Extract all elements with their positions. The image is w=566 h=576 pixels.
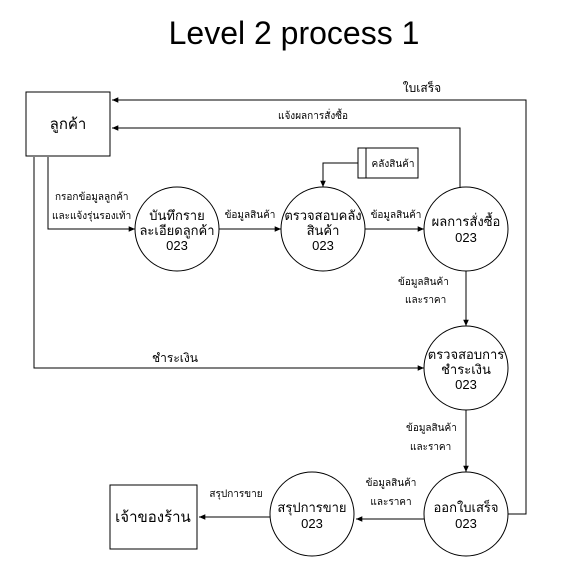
diagram-title: Level 2 process 1 bbox=[169, 15, 420, 51]
process-label-line1: ออกใบเสร็จ bbox=[433, 498, 498, 515]
entity-customer-label: ลูกค้า bbox=[50, 116, 87, 133]
process-record-customer: บันทึกราย ละเอียดลูกค้า 023 bbox=[134, 186, 220, 272]
datastore-inventory: คลังสินค้า bbox=[357, 147, 419, 179]
flow-product-info-a-label: ข้อมูลสินค้า bbox=[225, 209, 276, 221]
flow-product-price-1-label-b: และราคา bbox=[405, 295, 446, 306]
flow-customer-info-label-2: และแจ้งรุ่นรองเท้า bbox=[52, 210, 131, 222]
process-sales-summary: สรุปการขาย 023 bbox=[269, 471, 355, 557]
flow-receipt-line bbox=[112, 97, 527, 515]
flow-receipt-label: ใบเสร็จ bbox=[403, 80, 441, 95]
flow-sales-summary-label: สรุปการขาย bbox=[209, 489, 262, 500]
flow-order-result-label: แจ้งผลการสั่งซื้อ bbox=[278, 108, 348, 122]
flow-product-price-2-label-b: และราคา bbox=[410, 442, 451, 453]
process-label-line1: สรุปการขาย bbox=[277, 500, 346, 516]
process-number: 023 bbox=[455, 516, 477, 531]
process-label-line1: ผลการสั่งซื้อ bbox=[432, 212, 501, 229]
entity-owner: เจ้าของร้าน bbox=[109, 484, 198, 550]
process-check-payment: ตรวจสอบการ ชำระเงิน 023 bbox=[423, 325, 509, 411]
flow-product-price-1-label-a: ข้อมูลสินค้า bbox=[398, 276, 449, 288]
process-label-line1: บันทึกราย bbox=[149, 208, 204, 223]
flow-customer-info-line bbox=[47, 157, 135, 232]
process-issue-receipt: ออกใบเสร็จ 023 bbox=[423, 471, 509, 557]
process-number: 023 bbox=[166, 238, 188, 253]
flow-payment-line bbox=[33, 157, 424, 371]
flow-order-result-line bbox=[112, 125, 461, 188]
datastore-inventory-label: คลังสินค้า bbox=[372, 158, 415, 170]
flow-payment-label: ชำระเงิน bbox=[152, 351, 198, 365]
process-label-line2: ละเอียดลูกค้า bbox=[139, 223, 214, 239]
entity-owner-label: เจ้าของร้าน bbox=[115, 509, 191, 526]
flow-datastore-line bbox=[320, 162, 358, 187]
process-check-inventory: ตรวจสอบคลัง สินค้า 023 bbox=[280, 186, 366, 272]
process-number: 023 bbox=[455, 377, 477, 392]
flow-product-info-b-label: ข้อมูลสินค้า bbox=[371, 209, 422, 221]
entity-customer: ลูกค้า bbox=[25, 91, 111, 157]
process-label-line1: ตรวจสอบคลัง bbox=[284, 208, 361, 223]
flow-product-price-3-label-a: ข้อมูลสินค้า bbox=[366, 477, 417, 489]
process-label-line2: สินค้า bbox=[307, 223, 340, 238]
process-number: 023 bbox=[455, 230, 477, 245]
flow-product-price-3-label-b: และราคา bbox=[370, 497, 411, 508]
process-number: 023 bbox=[301, 516, 323, 531]
process-label-line1: ตรวจสอบการ bbox=[428, 347, 505, 362]
flow-product-price-2-label-a: ข้อมูลสินค้า bbox=[406, 422, 457, 434]
process-number: 023 bbox=[312, 238, 334, 253]
process-label-line2: ชำระเงิน bbox=[441, 362, 491, 377]
process-order-result: ผลการสั่งซื้อ 023 bbox=[423, 186, 509, 272]
flow-customer-info-label-1: กรอกข้อมูลลูกค้า bbox=[55, 191, 129, 203]
